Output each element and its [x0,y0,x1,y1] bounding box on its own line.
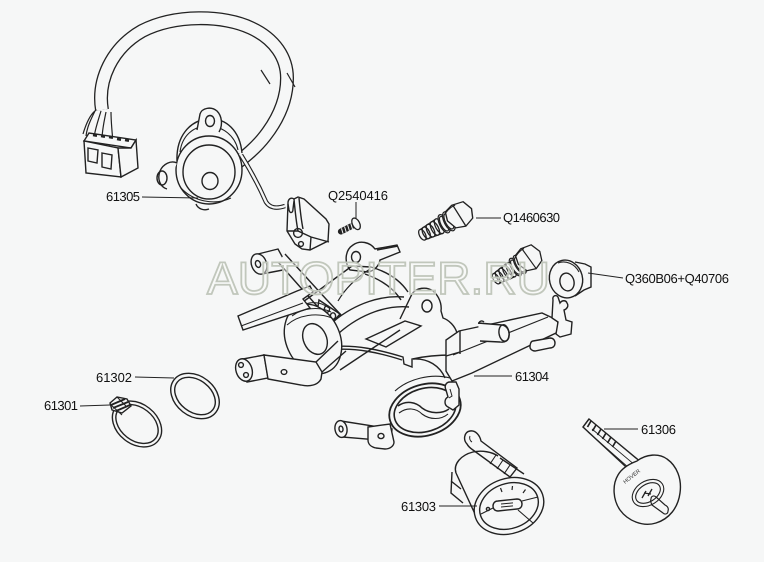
svg-text:Q1460630: Q1460630 [503,210,560,225]
svg-text:Q2540416: Q2540416 [328,188,388,203]
svg-text:61301: 61301 [44,398,78,413]
svg-text:61302: 61302 [96,370,132,385]
svg-text:61304: 61304 [515,369,549,384]
svg-text:AUTOPITER.RU: AUTOPITER.RU [207,252,550,304]
svg-text:61306: 61306 [641,422,676,437]
svg-text:61303: 61303 [401,499,436,514]
svg-text:61305: 61305 [106,189,140,204]
svg-text:Q360B06+Q40706: Q360B06+Q40706 [625,271,729,286]
